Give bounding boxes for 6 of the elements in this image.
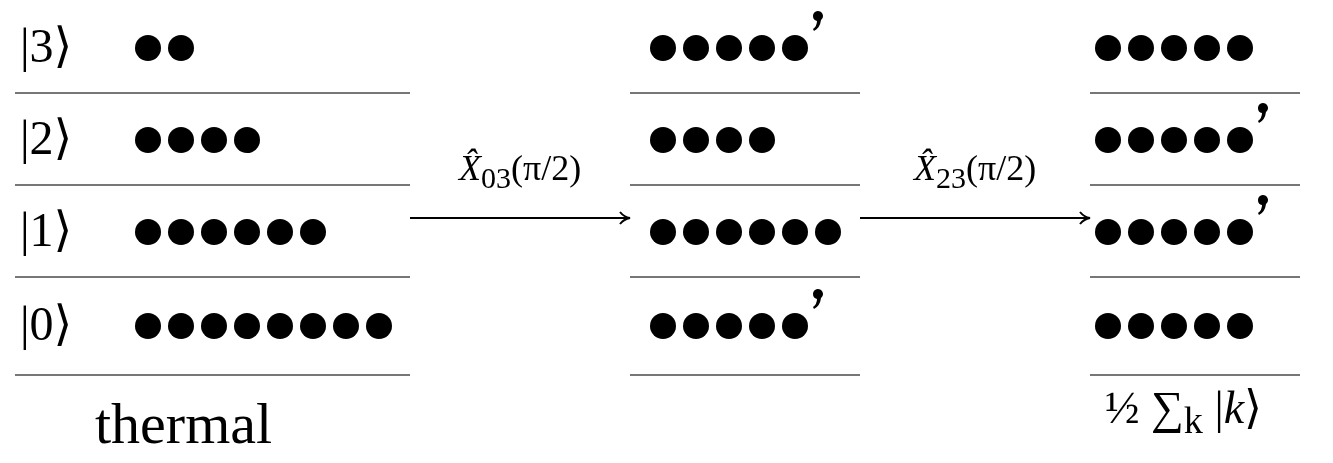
level-label: |0⟩ — [20, 300, 73, 348]
state-caption: ½ ∑$_{k}$ |k⟩ — [1105, 385, 1263, 440]
level-label: |2⟩ — [20, 114, 73, 162]
level-label: |1⟩ — [20, 206, 73, 254]
state-caption: thermal — [95, 395, 273, 453]
level-label: |3⟩ — [20, 22, 73, 70]
